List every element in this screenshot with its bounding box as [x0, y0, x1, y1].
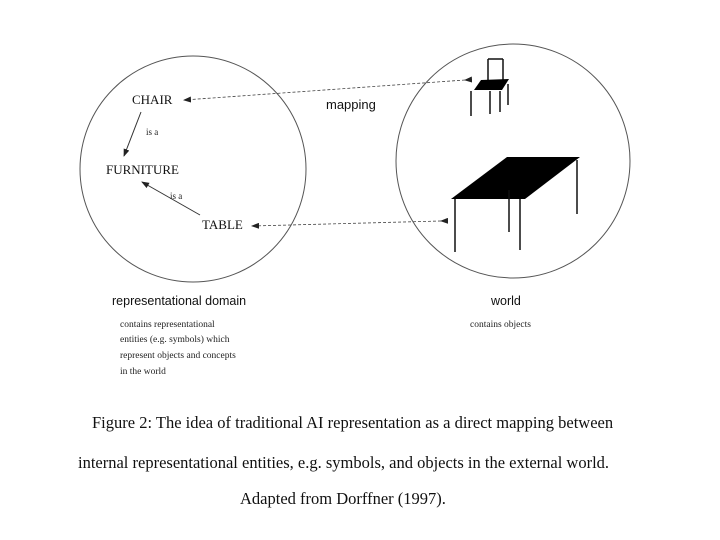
caption-attribution: Adapted from Dorffner (1997). — [240, 489, 446, 509]
chair-mapping-arrow — [184, 80, 465, 100]
representational-domain-description-line: in the world — [120, 367, 166, 377]
representational-domain-description-line: represent objects and concepts — [120, 351, 236, 361]
chair-isa-label: is a — [146, 127, 158, 137]
chair-icon — [471, 59, 509, 116]
table-mapping-arrow — [252, 221, 441, 226]
chair-node: CHAIR — [132, 92, 173, 107]
world-description: contains objects — [470, 320, 531, 330]
representational-domain-description-line: contains representational — [120, 320, 215, 330]
chair-isa-arrow — [124, 112, 141, 156]
mapping-label: mapping — [326, 97, 376, 112]
representational-domain-title: representational domain — [112, 294, 246, 308]
table-node: TABLE — [202, 217, 243, 232]
representational-domain-description-line: entities (e.g. symbols) which — [120, 334, 230, 345]
world-title: world — [490, 294, 521, 308]
table-icon — [451, 157, 580, 252]
caption-line: Figure 2: The idea of traditional AI rep… — [92, 413, 613, 433]
table-isa-label: is a — [170, 191, 182, 201]
furniture-node: FURNITURE — [106, 162, 179, 177]
caption-line: internal representational entities, e.g.… — [78, 453, 609, 473]
